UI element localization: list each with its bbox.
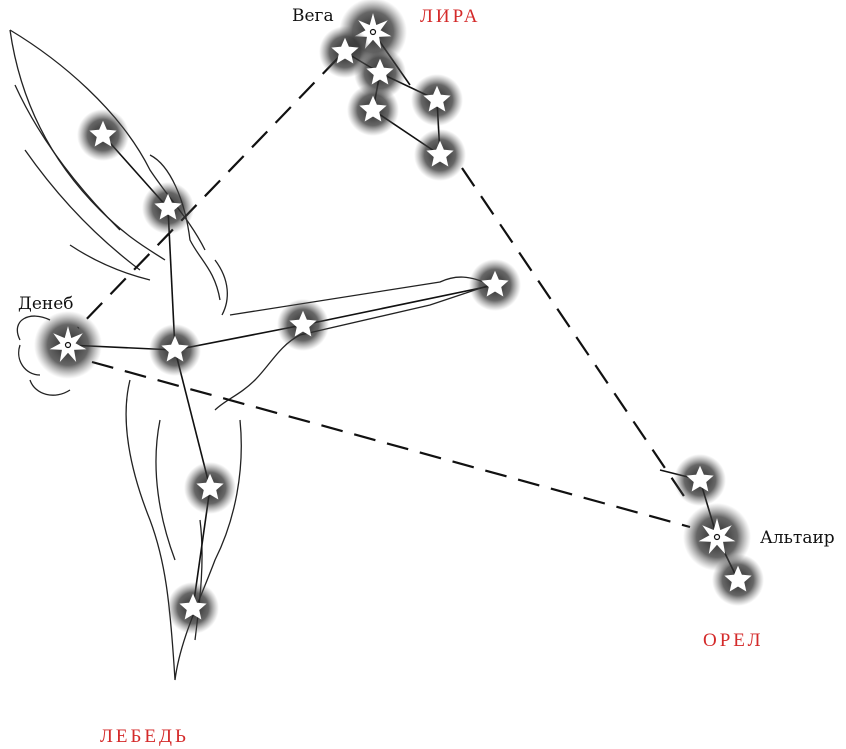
star [184,462,236,514]
star-icon [179,593,207,620]
star-icon [481,270,509,297]
stars [34,0,764,634]
star-icon [49,326,87,362]
star [347,84,399,136]
lyra-label: ЛИРА [420,6,481,27]
star-icon [154,193,182,220]
star-icon [686,465,714,492]
altair-star [683,503,751,571]
deneb-star [34,311,102,379]
summer-triangle-lines [77,57,691,529]
star [142,182,194,234]
star-icon [366,58,394,85]
star [469,259,521,311]
constellation-lines [67,31,739,609]
star-icon [354,13,392,49]
star-center [369,28,377,36]
star-icon [426,140,454,167]
star-center [64,341,72,349]
triangle-dashed-line [77,57,339,329]
star-center [713,533,721,541]
star [674,454,726,506]
star-icon [161,335,189,362]
vega-label: Вега [292,6,334,26]
star [77,109,129,161]
star [167,582,219,634]
star [414,129,466,181]
star [277,299,329,351]
star [712,554,764,606]
constellation-line [302,284,496,326]
star-icon [359,95,387,122]
altair-label: Альтаир [760,528,835,548]
star [149,324,201,376]
star [411,74,463,126]
cygnus-label: ЛЕБЕДЬ [100,726,189,747]
star-icon [331,37,359,64]
star-icon [423,85,451,112]
triangle-dashed-line [461,167,691,506]
deneb-label: Денеб [18,294,74,314]
star-icon [724,565,752,592]
star-icon [698,518,736,554]
star-icon [289,310,317,337]
star-icon [89,120,117,147]
star-icon [196,473,224,500]
triangle-dashed-line [91,360,691,529]
aquila-label: ОРЕЛ [703,630,764,651]
